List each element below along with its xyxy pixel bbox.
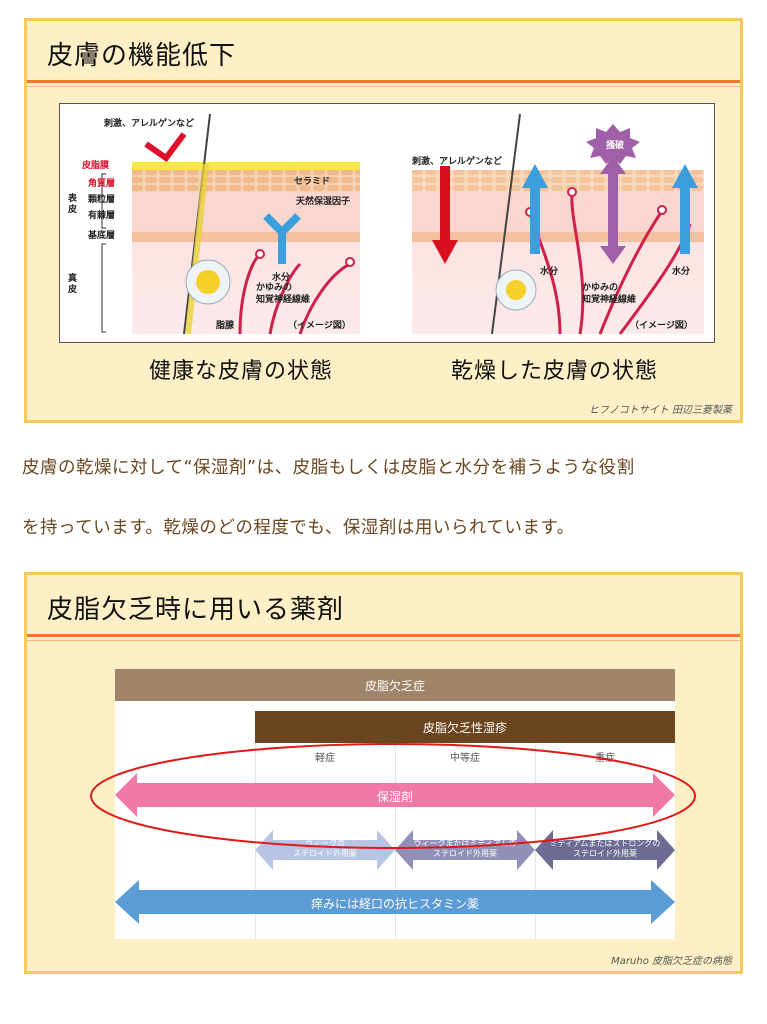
- paragraph-line-1: 皮膚の乾燥に対して“保湿剤”は、皮脂もしくは皮脂と水分を補うような役割: [22, 458, 635, 478]
- nerve-label: かゆみの 知覚神経線維: [256, 283, 311, 305]
- dry-water-right-label: 水分: [672, 267, 691, 277]
- basal-layer-label: 基底層: [88, 231, 116, 241]
- header-top-bar: [115, 669, 675, 701]
- medication-panel: 皮脂欠乏時に用いる薬剤 皮脂欠乏症 皮脂欠乏性湿疹 軽症 中等症 重症 保湿剤 …: [24, 572, 743, 974]
- header-sub-bar: [255, 711, 675, 743]
- steroid-weak-label: ウィークの ステロイド外用薬: [293, 839, 357, 858]
- section2-title: 皮脂欠乏時に用いる薬剤: [47, 595, 345, 625]
- paragraph-line-2: を持っています。乾燥のどの程度でも、保湿剤は用いられています。: [22, 518, 575, 538]
- antihistamine-arrow: [115, 880, 675, 924]
- dry-nerve-label: かゆみの 知覚神経線維: [582, 283, 637, 305]
- image-note-right: （イメージ図）: [630, 321, 693, 331]
- healthy-skin-caption: 健康な皮膚の状態: [149, 359, 334, 384]
- header-top-label: 皮脂欠乏症: [364, 679, 425, 693]
- ceramide-label: セラミド: [294, 177, 331, 187]
- dry-water-left-label: 水分: [540, 267, 559, 277]
- granular-layer-label: 顆粒層: [88, 195, 116, 205]
- panel-header-2: 皮脂欠乏時に用いる薬剤: [27, 575, 740, 641]
- skin-function-panel: 皮膚の機能低下: [24, 18, 743, 423]
- antihistamine-label: 痒みには経口の抗ヒスタミン薬: [310, 897, 479, 911]
- header-sub-label: 皮脂欠乏性湿疹: [422, 721, 507, 735]
- image-note-left: （イメージ図）: [288, 321, 351, 331]
- healthy-skin-illustration: [101, 113, 704, 335]
- sebaceous-gland-label: 脂腺: [216, 321, 235, 331]
- water-label: 水分: [272, 273, 291, 283]
- dry-stimulus-label: 刺激、アレルゲンなど: [412, 157, 503, 167]
- spinous-layer-label: 有棘層: [88, 211, 116, 221]
- panel-header: 皮膚の機能低下: [27, 21, 740, 87]
- dry-skin-caption: 乾燥した皮膚の状態: [451, 359, 659, 384]
- sebum-label: 皮脂膜: [82, 161, 110, 171]
- skin-diagram: 刺激、アレルゲンなど 皮脂膜 角質層 顆粒層 有棘層 基底層 表皮 真皮 セラミ…: [59, 103, 715, 343]
- section2-credit: Maruho 皮脂欠乏症の病態: [611, 956, 732, 967]
- sebum-layer: [132, 162, 360, 170]
- moisturizer-label: 保湿剤: [376, 790, 413, 804]
- stimulus-label: 刺激、アレルゲンなど: [104, 119, 195, 129]
- steroid-strong-label: ミディアムまたはストロングの ステロイド外用薬: [549, 839, 661, 858]
- scratch-label: 掻破: [606, 141, 625, 151]
- epidermis-label: 表皮: [68, 194, 78, 215]
- stratum-corneum: [132, 170, 360, 192]
- steroid-medium-label: ウィークまたはミディアムの ステロイド外用薬: [413, 839, 517, 858]
- stratum-corneum-label: 角質層: [88, 179, 116, 189]
- nmf-label: 天然保湿因子: [296, 197, 351, 207]
- dermis-label: 真皮: [68, 274, 78, 295]
- section1-credit: ヒフノコトサイト 田辺三菱製薬: [588, 405, 732, 416]
- medication-chart: 皮脂欠乏症 皮脂欠乏性湿疹 軽症 中等症 重症 保湿剤 ウィークの ステロイド外…: [115, 669, 675, 939]
- section1-title: 皮膚の機能低下: [47, 41, 237, 71]
